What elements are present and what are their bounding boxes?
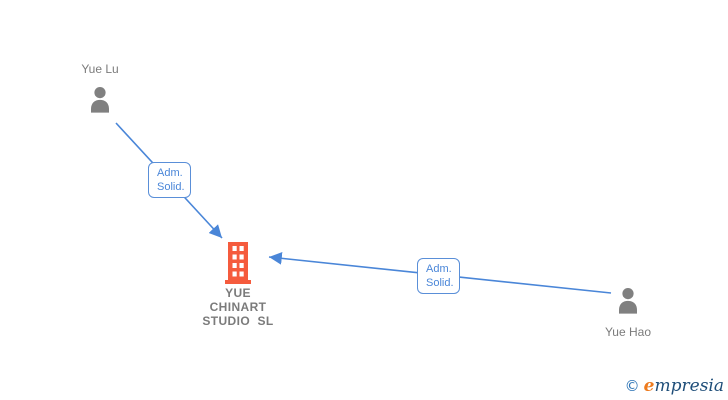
brand-name: empresia <box>644 376 724 396</box>
brand-rest: mpresia <box>654 376 725 396</box>
person-name-yue-hao: Yue Hao <box>604 325 652 339</box>
company-name-line3: STUDIO SL <box>202 314 274 328</box>
edge-label-line2: Solid. <box>157 181 185 193</box>
edge-label-adm-solid-left: Adm. Solid. <box>148 162 191 198</box>
building-icon <box>225 242 251 284</box>
edge-label-line1: Adm. <box>157 167 183 179</box>
node-yue-lu[interactable]: Yue Lu <box>70 62 130 115</box>
empresia-logo[interactable]: © empresia <box>625 376 724 396</box>
edge-label-line1: Adm. <box>426 263 452 275</box>
copyright-icon: © <box>624 377 640 395</box>
person-icon <box>91 87 109 113</box>
company-name-line1: YUE <box>225 286 251 300</box>
edge-label-adm-solid-right: Adm. Solid. <box>417 258 460 294</box>
company-name-line2: CHINART <box>209 300 267 314</box>
node-yue-chinart-studio-sl[interactable]: YUE CHINART STUDIO SL <box>188 242 288 328</box>
brand-initial: e <box>643 376 655 396</box>
person-name-yue-lu: Yue Lu <box>81 62 119 76</box>
edge-label-line2: Solid. <box>426 277 454 289</box>
person-icon <box>619 288 637 314</box>
company-name: YUE CHINART STUDIO SL <box>202 286 273 328</box>
node-yue-hao[interactable]: Yue Hao <box>598 286 658 339</box>
